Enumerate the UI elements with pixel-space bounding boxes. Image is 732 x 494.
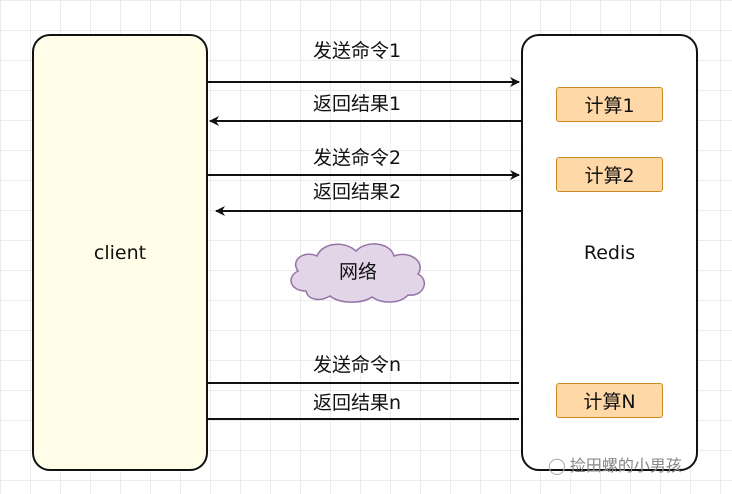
network-label: 网络 — [338, 261, 377, 283]
label-return-result-2: 返回结果2 — [312, 181, 402, 203]
redis-label: Redis — [583, 241, 636, 264]
compute-box-n: 计算N — [556, 383, 663, 418]
watermark: ◯捡田螺的小男孩 — [548, 452, 682, 476]
client-label: client — [93, 241, 147, 264]
compute-label-1: 计算1 — [584, 95, 635, 117]
cloud-icon — [290, 243, 426, 303]
compute-label-2: 计算2 — [584, 165, 635, 187]
network-cloud: 网络 — [284, 238, 432, 304]
wechat-icon: ◯ — [548, 456, 566, 475]
compute-box-2: 计算2 — [556, 157, 663, 192]
compute-label-n: 计算N — [583, 391, 636, 413]
label-return-result-1: 返回结果1 — [312, 93, 402, 115]
label-send-command-2: 发送命令2 — [312, 147, 402, 169]
client-box: client — [32, 34, 208, 471]
watermark-text: 捡田螺的小男孩 — [569, 456, 682, 475]
label-send-command-1: 发送命令1 — [312, 40, 402, 62]
label-send-command-n: 发送命令n — [312, 354, 402, 376]
compute-box-1: 计算1 — [556, 87, 663, 122]
label-return-result-n: 返回结果n — [312, 392, 402, 414]
